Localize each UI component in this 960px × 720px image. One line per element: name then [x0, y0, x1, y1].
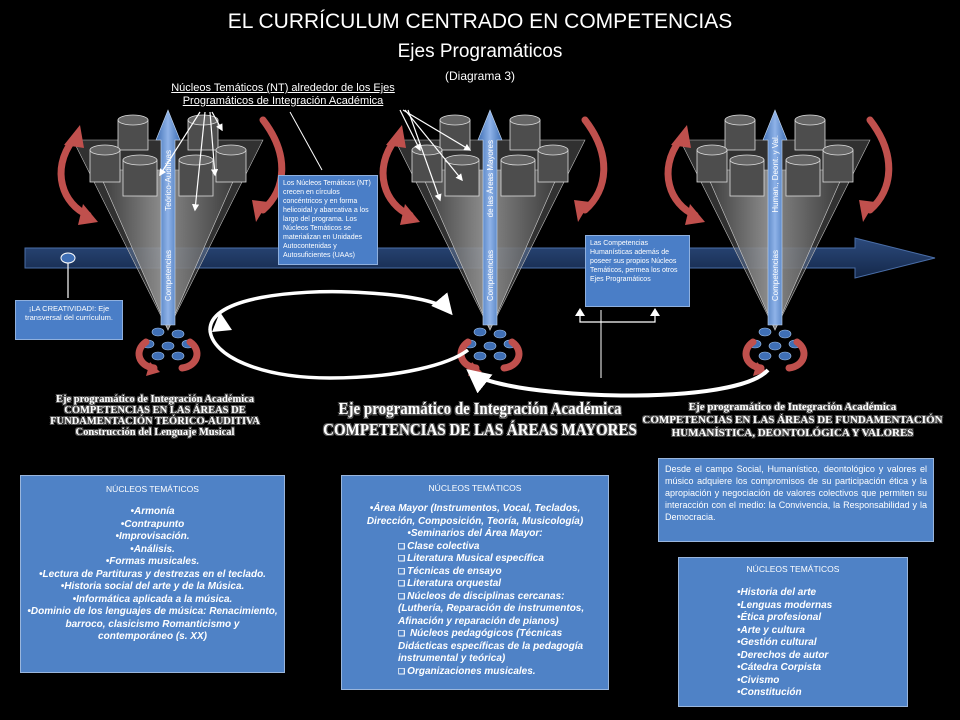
list-item: Dominio de los lenguajes de música: Rena… — [27, 606, 278, 644]
checkbox-square-icon: ❑ — [398, 666, 406, 676]
axis-1-line1: Eje programático de Integración Académic… — [55, 394, 255, 405]
list-item: ❑Literatura orquestal — [398, 578, 502, 589]
diagram-number: (Diagrama 3) — [444, 69, 516, 83]
list-item: Historia del arte — [737, 587, 901, 600]
cone-1-bottom-label: Competencias — [164, 250, 173, 302]
humanistic-description-box: Desde el campo Social, Humanístico, deon… — [658, 458, 934, 542]
list-item: Improvisación. — [27, 531, 278, 544]
list-item: Lectura de Partituras y destrezas en el … — [27, 569, 278, 582]
axis-3-title: Eje programático de Integración Académic… — [640, 401, 945, 440]
axis-2-line2: COMPETENCIAS DE LAS ÁREAS MAYORES — [323, 421, 637, 440]
main-title: EL CURRÍCULUM CENTRADO EN COMPETENCIAS — [227, 10, 733, 33]
axis-1-title: Eje programático de Integración Académic… — [0, 394, 310, 438]
axis-1-line2: COMPETENCIAS EN LAS ÁREAS DE — [64, 405, 246, 416]
cone-1-top-label: Teórico-Auditivas — [164, 150, 173, 211]
subtitle: Ejes Programáticos — [397, 41, 563, 62]
list-item: Lenguas modernas — [737, 600, 901, 613]
list-item: Informática aplicada a la música. — [27, 594, 278, 607]
axis-1-line3: FUNDAMENTACIÓN TEÓRICO-AUDITIVA — [50, 416, 260, 427]
list-item: Área Mayor (Instrumentos, Vocal, Teclado… — [352, 503, 598, 528]
checkbox-square-icon: ❑ — [398, 629, 406, 638]
list-item: ❑Núcleos de disciplinas cercanas: (Luthe… — [398, 590, 585, 627]
left-panel-title: NÚCLEOS TEMÁTICOS — [106, 484, 199, 494]
list-item: ❑Literatura Musical específica — [398, 553, 544, 564]
list-item: Seminarios del Área Mayor: — [352, 528, 598, 541]
middle-panel-bullets: Área Mayor (Instrumentos, Vocal, Teclado… — [352, 503, 598, 541]
cone-3-top-label: Human., Deont. y Val. — [771, 135, 780, 213]
list-item: Formas musicales. — [27, 556, 278, 569]
list-item: Constitución — [737, 687, 901, 700]
list-item: ❑ Núcleos pedagógicos (Técnicas Didáctic… — [398, 628, 584, 664]
cone-3-bottom-label: Competencias — [771, 250, 780, 302]
middle-nucleos-panel: NÚCLEOS TEMÁTICOS Área Mayor (Instrument… — [341, 475, 609, 690]
list-item: Civismo — [737, 675, 901, 688]
checkbox-square-icon: ❑ — [398, 541, 406, 551]
right-panel-list: Historia del arte Lenguas modernas Ética… — [685, 587, 901, 700]
list-item: Historia social del arte y de la Música. — [27, 581, 278, 594]
axis-2-title: Eje programático de Integración Académic… — [318, 399, 642, 440]
left-panel-list: Armonía Contrapunto Improvisación. Análi… — [27, 506, 278, 644]
nucleos-tematicos-caption: Núcleos Temáticos (NT) alrededor de los … — [171, 82, 395, 107]
right-panel-title: NÚCLEOS TEMÁTICOS — [746, 564, 840, 574]
right-nucleos-panel: NÚCLEOS TEMÁTICOS Historia del arte Leng… — [678, 557, 908, 707]
cone-2-top-label: de las Áreas Mayores — [486, 140, 495, 218]
list-item: ❑Organizaciones musicales. — [398, 665, 536, 677]
axis-2-line1: Eje programático de Integración Académic… — [338, 400, 622, 419]
creativity-note: ¡LA CREATIVIDAD!: Eje transversal del cu… — [15, 300, 123, 340]
list-item: Contrapunto — [27, 519, 278, 532]
middle-panel-title: NÚCLEOS TEMÁTICOS — [428, 483, 522, 493]
list-item: Arte y cultura — [737, 625, 901, 638]
left-nucleos-panel: NÚCLEOS TEMÁTICOS Armonía Contrapunto Im… — [20, 475, 285, 673]
checkbox-square-icon: ❑ — [398, 591, 406, 601]
list-item: Derechos de autor — [737, 650, 901, 663]
checkbox-square-icon: ❑ — [398, 554, 406, 563]
axis-3-line3: HUMANÍSTICA, DEONTOLÓGICA Y VALORES — [671, 427, 914, 439]
list-item: Ética profesional — [737, 612, 901, 625]
nt-spiral-note: Los Núcleos Temáticos (NT) crecen en cír… — [278, 175, 378, 265]
humanistic-competences-note: Las Competencias Humanísticas además de … — [585, 235, 690, 307]
middle-panel-checks: ❑Clase colectiva ❑Literatura Musical esp… — [352, 541, 598, 679]
axis-3-line2: COMPETENCIAS EN LAS ÁREAS DE FUNDAMENTAC… — [642, 414, 943, 426]
axis-3-line1: Eje programático de Integración Académic… — [688, 401, 897, 413]
list-item: ❑Técnicas de ensayo — [398, 565, 502, 577]
list-item: Armonía — [27, 506, 278, 519]
checkbox-square-icon: ❑ — [398, 566, 406, 576]
list-item: ❑Clase colectiva — [398, 540, 480, 552]
axis-1-line4: Construcción del Lenguaje Musical — [75, 427, 235, 438]
list-item: Análisis. — [27, 544, 278, 557]
cone-2-bottom-label: Competencias — [486, 250, 495, 302]
list-item: Cátedra Corpista — [737, 662, 901, 675]
checkbox-square-icon: ❑ — [398, 579, 406, 588]
list-item: Gestión cultural — [737, 637, 901, 650]
